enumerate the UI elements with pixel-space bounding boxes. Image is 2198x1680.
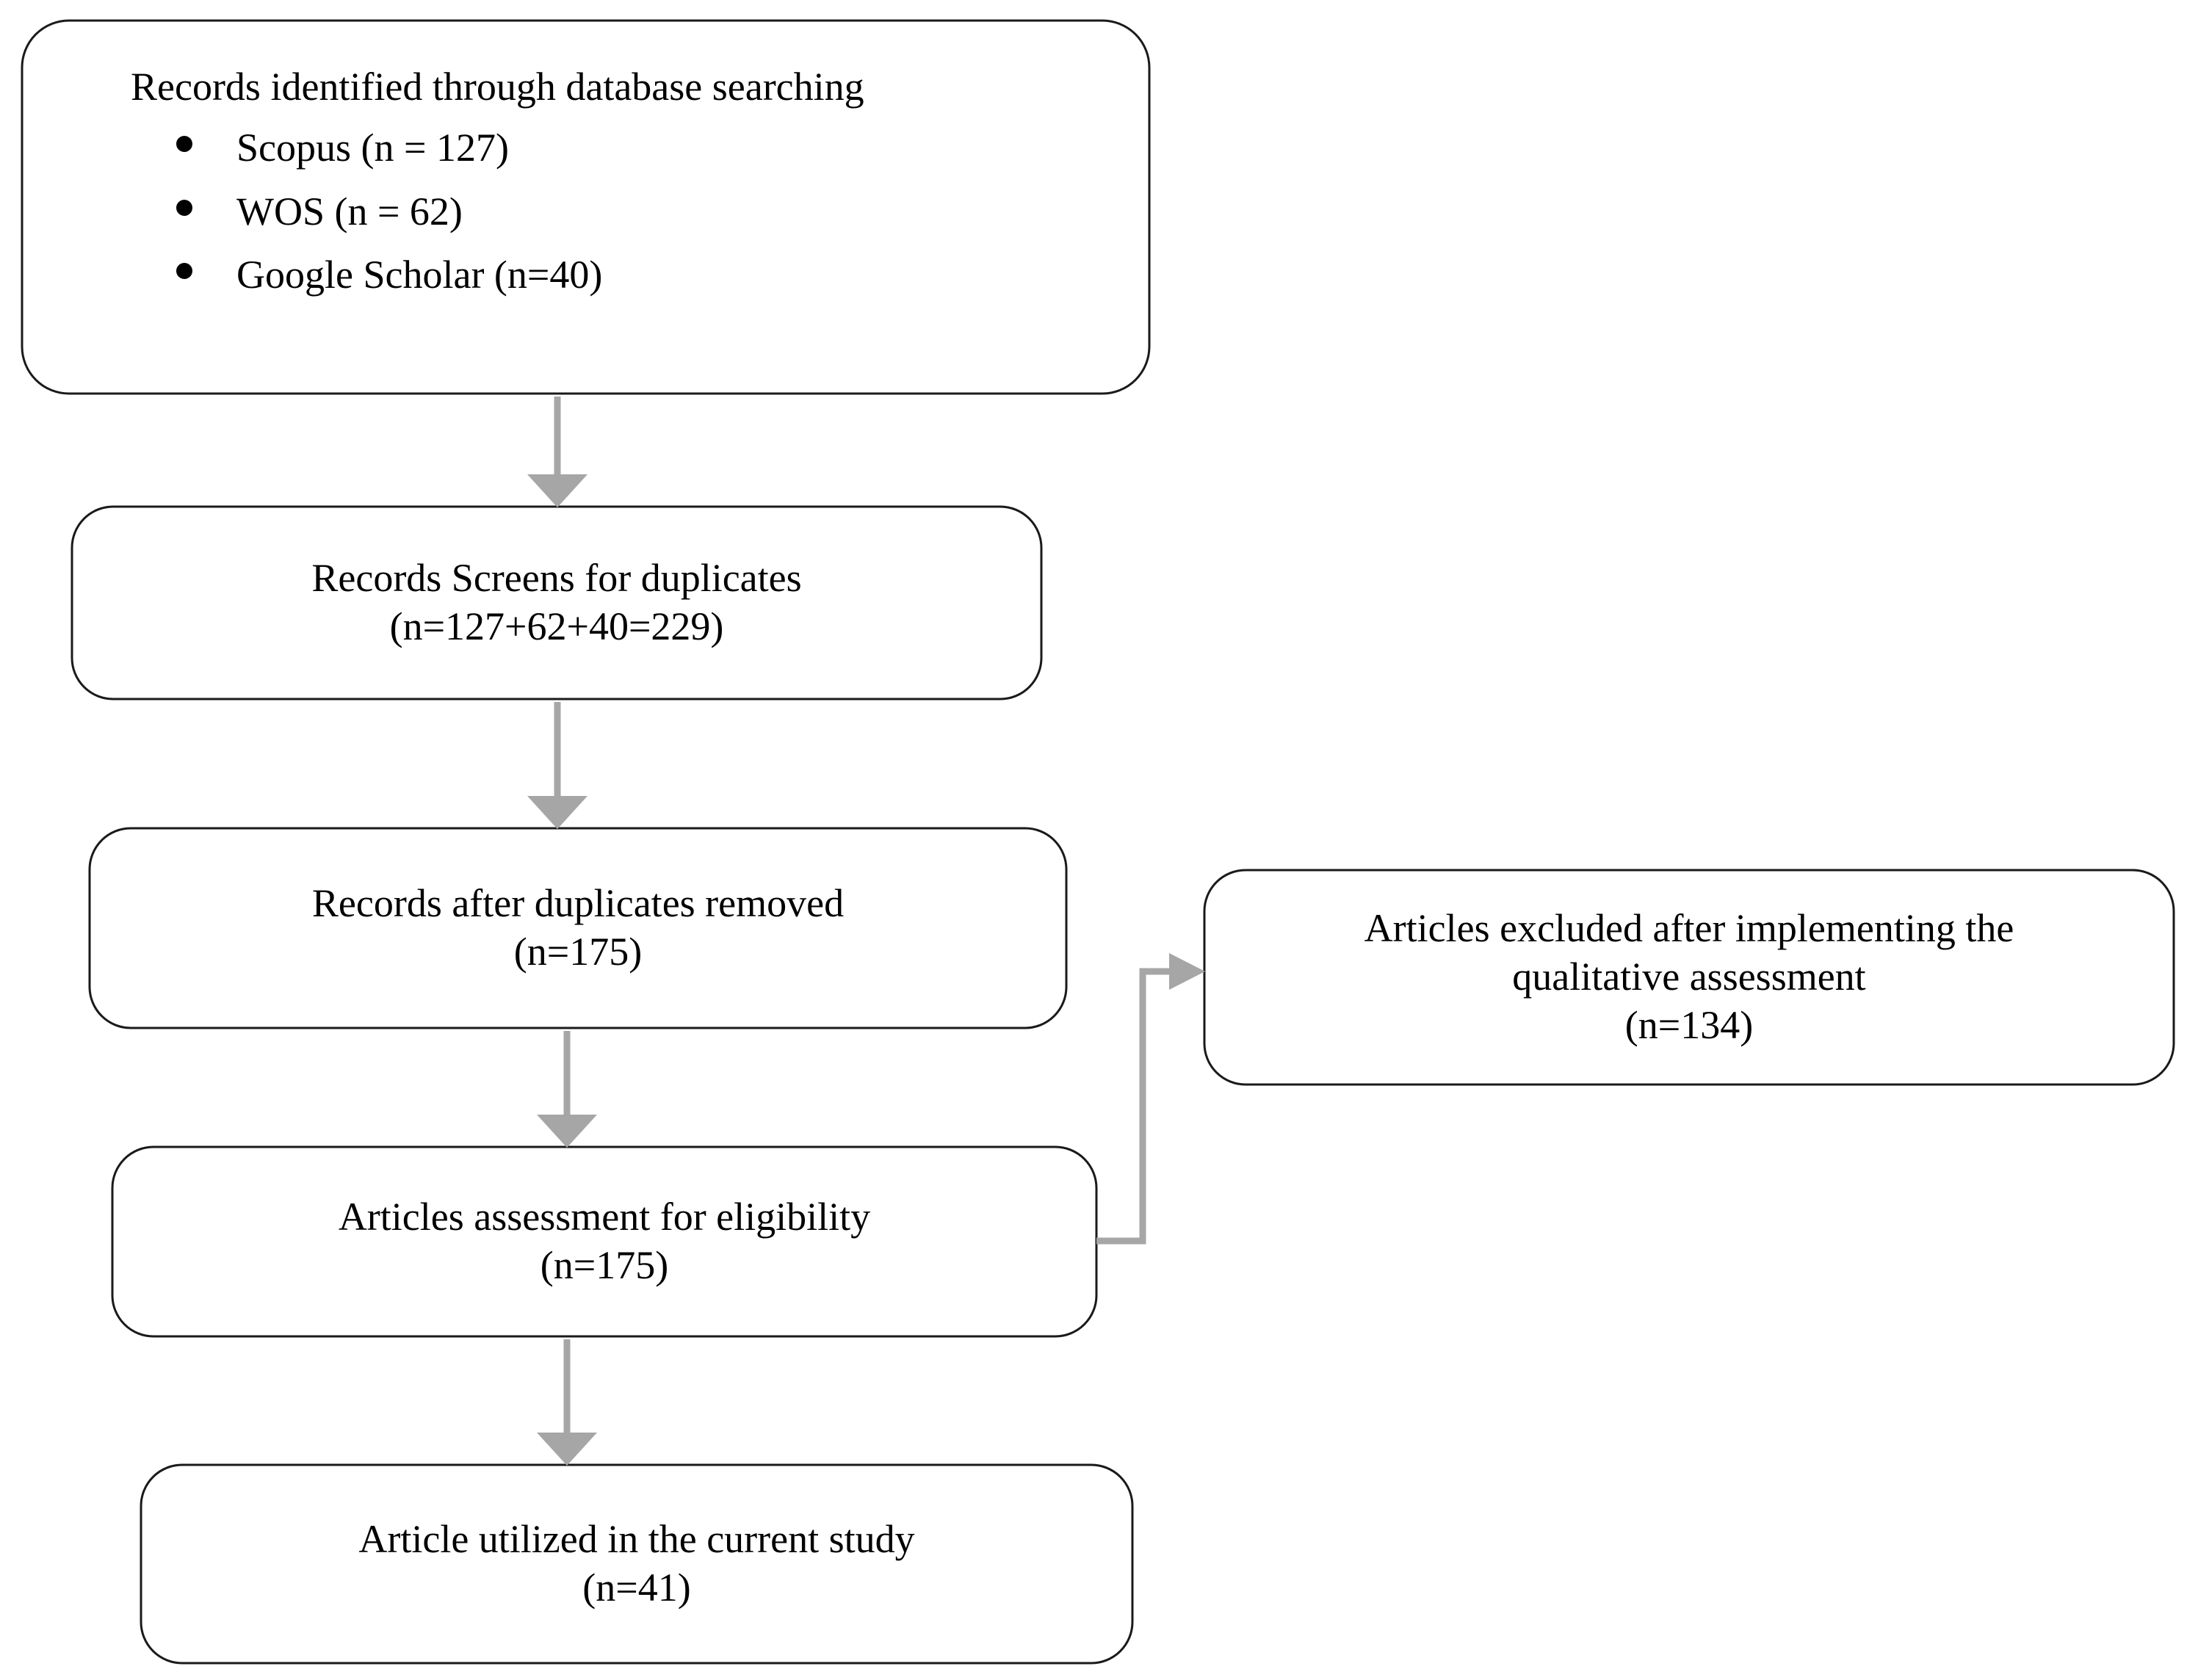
list-item-wos: WOS (n = 62) <box>131 188 602 236</box>
records-identified-box-shape <box>21 19 1151 395</box>
source-label-google-scholar: Google Scholar (n=40) <box>236 253 603 297</box>
arrow-eligibility-to-excluded <box>1096 953 1205 1245</box>
source-label-wos: WOS (n = 62) <box>236 189 463 233</box>
arrow-after-duplicates-to-eligibility <box>537 1031 597 1148</box>
articles-excluded-box-shape <box>1203 869 2175 1086</box>
list-item-scopus: Scopus (n = 127) <box>131 124 602 172</box>
records-after-duplicates-removed-box-shape <box>88 827 1068 1029</box>
records-identified-source-list: Scopus (n = 127) WOS (n = 62) Google Sch… <box>131 124 602 299</box>
bullet-dot-icon <box>176 199 192 216</box>
arrow-identification-to-screening <box>527 397 588 507</box>
bullet-dot-icon <box>176 263 192 280</box>
records-screened-duplicates-box-shape <box>71 505 1043 700</box>
source-label-scopus: Scopus (n = 127) <box>236 125 509 170</box>
list-item-google-scholar: Google Scholar (n=40) <box>131 251 602 299</box>
bullet-dot-icon <box>176 135 192 152</box>
records-identified-box-content: Records identified through database sear… <box>22 21 1149 394</box>
arrow-eligibility-to-included <box>537 1339 597 1466</box>
articles-assessment-eligibility-box-shape <box>111 1145 1098 1338</box>
arrow-screening-to-after-duplicates <box>527 702 588 829</box>
articles-utilized-box-shape <box>140 1463 1134 1665</box>
records-identified-heading: Records identified through database sear… <box>131 65 864 109</box>
